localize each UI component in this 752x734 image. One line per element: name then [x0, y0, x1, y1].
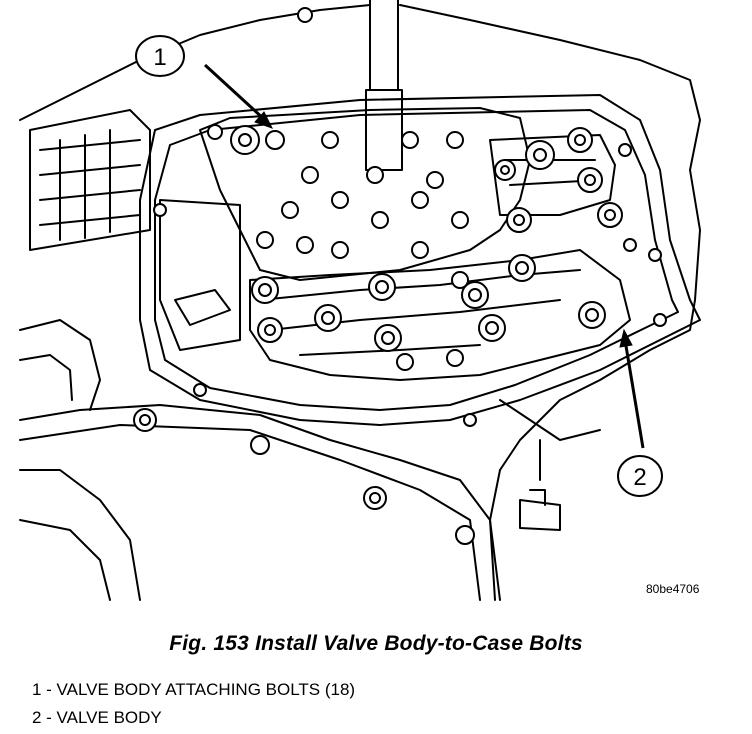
figure-id-code: 80be4706: [646, 582, 700, 596]
transmission-line-drawing: 1 2: [19, 0, 701, 601]
callout-2-number: 2: [633, 464, 646, 491]
callout-legend: 1 - VALVE BODY ATTACHING BOLTS (18) 2 - …: [32, 676, 355, 732]
transmission-case-outline: [19, 4, 701, 601]
callout-1-number: 1: [153, 44, 166, 71]
legend-item-2: 2 - VALVE BODY: [32, 708, 162, 727]
figure-caption: Fig. 153 Install Valve Body-to-Case Bolt…: [169, 632, 583, 655]
callout-2: [617, 339, 663, 497]
gasket-rail: [139, 94, 701, 426]
lower-housing: [19, 404, 496, 601]
legend-item-1: 1 - VALVE BODY ATTACHING BOLTS (18): [32, 680, 356, 699]
tool-shaft: [369, 0, 399, 91]
valve-body-lower: [249, 249, 631, 381]
callout-1: [135, 35, 267, 122]
valve-body-plate: [199, 107, 531, 281]
